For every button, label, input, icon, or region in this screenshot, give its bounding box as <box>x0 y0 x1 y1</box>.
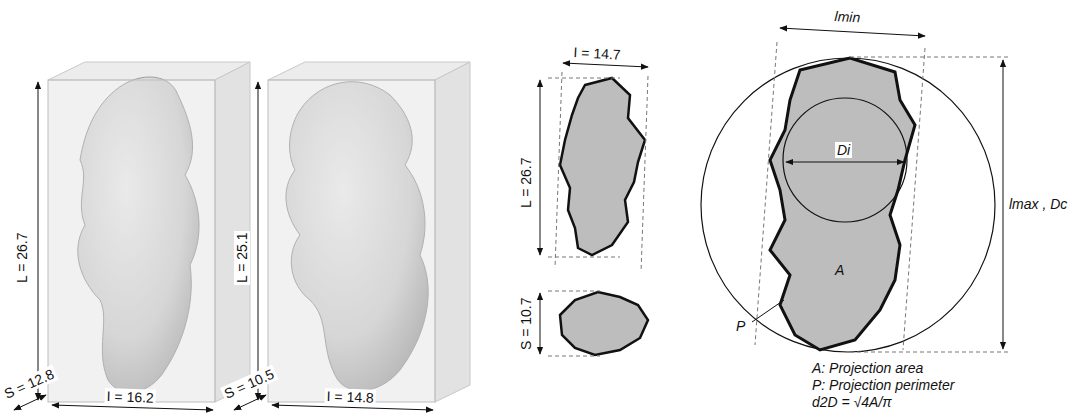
shape-descriptor-diagram <box>701 28 1010 352</box>
formula-note: d2D = √4A/π <box>812 394 892 410</box>
dimension-label: I = 16.2 <box>104 388 156 406</box>
dimension-symbol: lmax , Dc <box>1009 196 1067 212</box>
perimeter-symbol: P <box>736 318 745 334</box>
projection-shapes <box>540 63 648 356</box>
dimension-label: L = 25.1 <box>234 231 250 285</box>
legend-note: A: Projection area <box>812 360 923 376</box>
legend-note: P: Projection perimeter <box>812 377 954 393</box>
bounding-box-1 <box>14 62 250 410</box>
bounding-box-2 <box>234 62 470 410</box>
dimension-label: I = 14.8 <box>324 388 376 406</box>
area-symbol: A <box>835 262 844 278</box>
dimension-symbol: Di <box>835 142 852 158</box>
dimension-symbol: lmin <box>834 8 860 25</box>
dimension-label: L = 26.7 <box>518 156 534 210</box>
dimension-label: L = 26.7 <box>14 231 30 285</box>
dimension-label: S = 10.7 <box>518 295 534 352</box>
dimension-label: I = 14.7 <box>571 44 623 63</box>
